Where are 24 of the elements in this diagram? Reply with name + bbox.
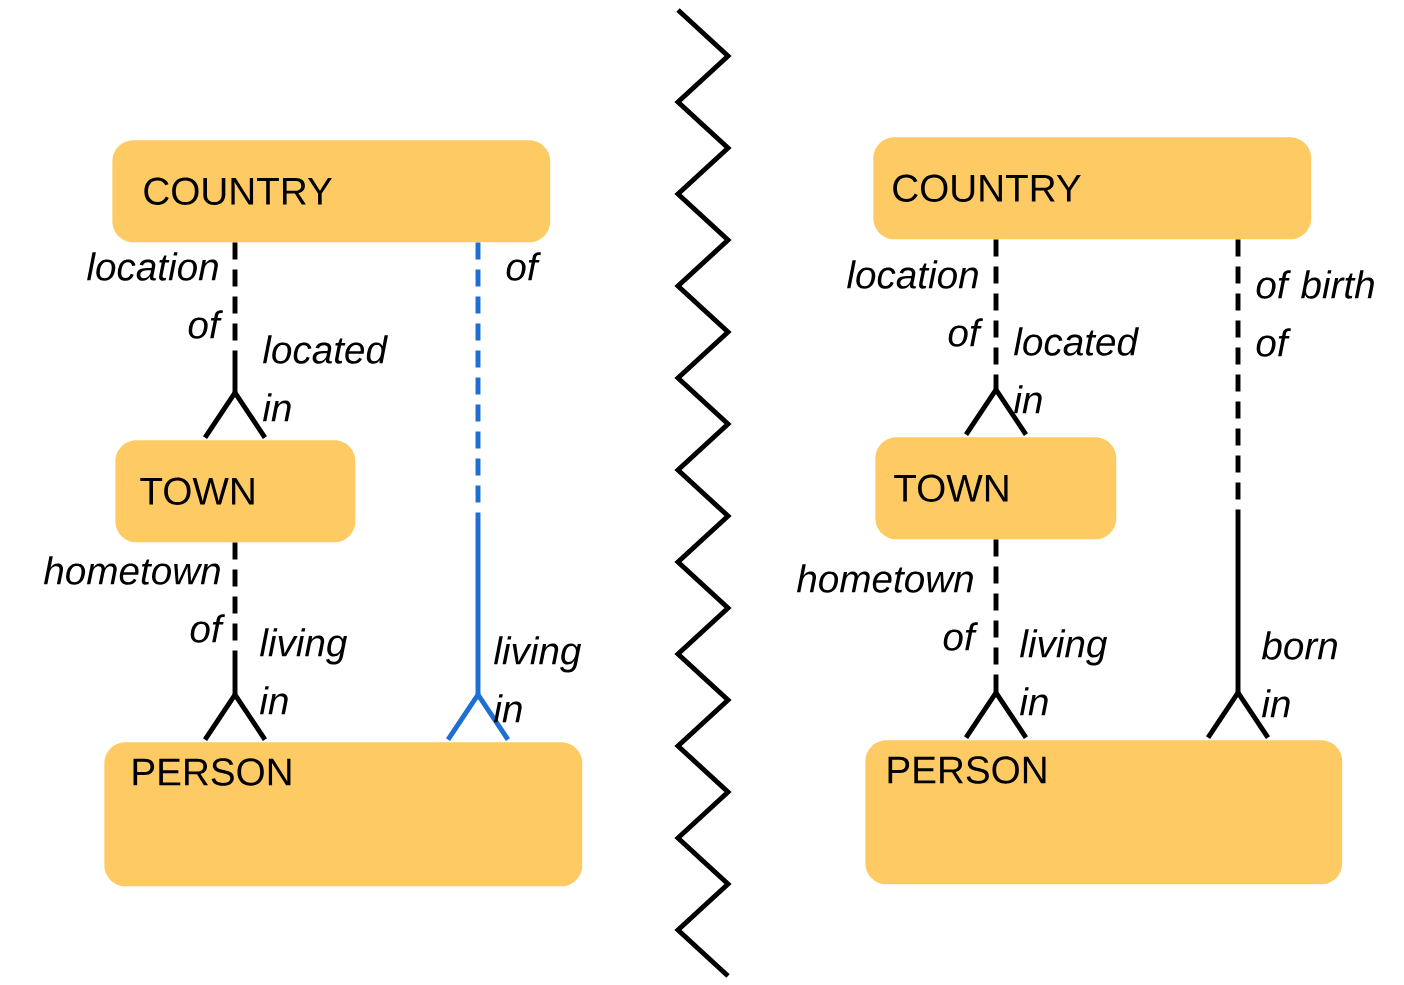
entity-box: PERSON <box>104 742 583 887</box>
role-label: born in <box>1261 631 1337 718</box>
entity-box: PERSON <box>865 740 1343 885</box>
role-label: of birth of <box>1256 270 1374 357</box>
role-label: living in <box>260 628 348 715</box>
role-label: hometown of <box>796 564 978 651</box>
relationship-line <box>203 542 267 741</box>
relationship-line <box>203 242 267 439</box>
entity-box: COUNTRY <box>873 137 1312 240</box>
relationship-line <box>1206 239 1270 739</box>
role-label: living in <box>494 636 582 723</box>
role-label: living in <box>1020 629 1108 716</box>
entity-box: TOWN <box>875 437 1117 540</box>
relationship-line <box>964 239 1028 436</box>
role-label: location of <box>847 260 983 347</box>
role-label: located in <box>1014 327 1139 414</box>
relationship-line <box>964 539 1028 739</box>
relationship-line <box>446 242 510 741</box>
entity-box: COUNTRY <box>112 140 551 243</box>
role-label: location of <box>87 252 223 339</box>
role-label: of <box>506 252 541 281</box>
entity-box: TOWN <box>115 440 356 543</box>
role-label: hometown of <box>43 556 225 643</box>
role-label: located in <box>263 335 388 422</box>
